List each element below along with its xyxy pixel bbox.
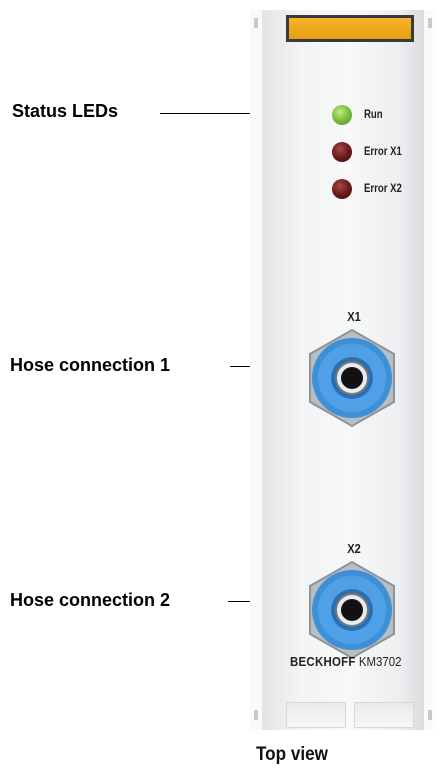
status-leds-callout: Status LEDs	[12, 101, 119, 121]
label-strip	[286, 15, 414, 42]
fitting-x1-bore	[341, 367, 363, 389]
error-x1-led	[332, 142, 352, 162]
caption-top-view: Top view	[256, 744, 328, 765]
port-x2-label: X2	[347, 541, 361, 556]
hose-connection-2-callout: Hose connection 2	[10, 590, 171, 610]
bottom-tab-right	[354, 702, 414, 728]
bottom-tab-left	[286, 702, 346, 728]
hose-connection-1-callout: Hose connection 1	[10, 355, 171, 375]
status-leds-arrow-line	[160, 113, 258, 114]
bottom-right-notch	[428, 710, 432, 720]
top-right-notch	[428, 18, 432, 28]
brand-model: KM3702	[358, 654, 402, 669]
top-left-notch	[254, 18, 258, 28]
bottom-left-notch	[254, 710, 258, 720]
terminal-module: Run Error X1 Error X2 X1 X2 BECKHOFF KM3…	[250, 10, 436, 730]
brand-label: BECKHOFF KM3702	[290, 654, 401, 669]
error-x2-led	[332, 179, 352, 199]
run-led-label: Run	[364, 107, 383, 121]
hose-connection-1-arrow-line	[230, 366, 258, 367]
hose-connection-2-arrow-line	[228, 601, 258, 602]
error-x2-led-label: Error X2	[364, 181, 402, 195]
fitting-x2-bore	[341, 599, 363, 621]
hose-fitting-x1[interactable]	[302, 328, 402, 428]
brand-maker: BECKHOFF	[290, 654, 356, 669]
run-led	[332, 105, 352, 125]
hose-fitting-x2[interactable]	[302, 560, 402, 660]
port-x1-label: X1	[347, 309, 361, 324]
right-rail	[423, 10, 436, 730]
error-x1-led-label: Error X1	[364, 144, 402, 158]
